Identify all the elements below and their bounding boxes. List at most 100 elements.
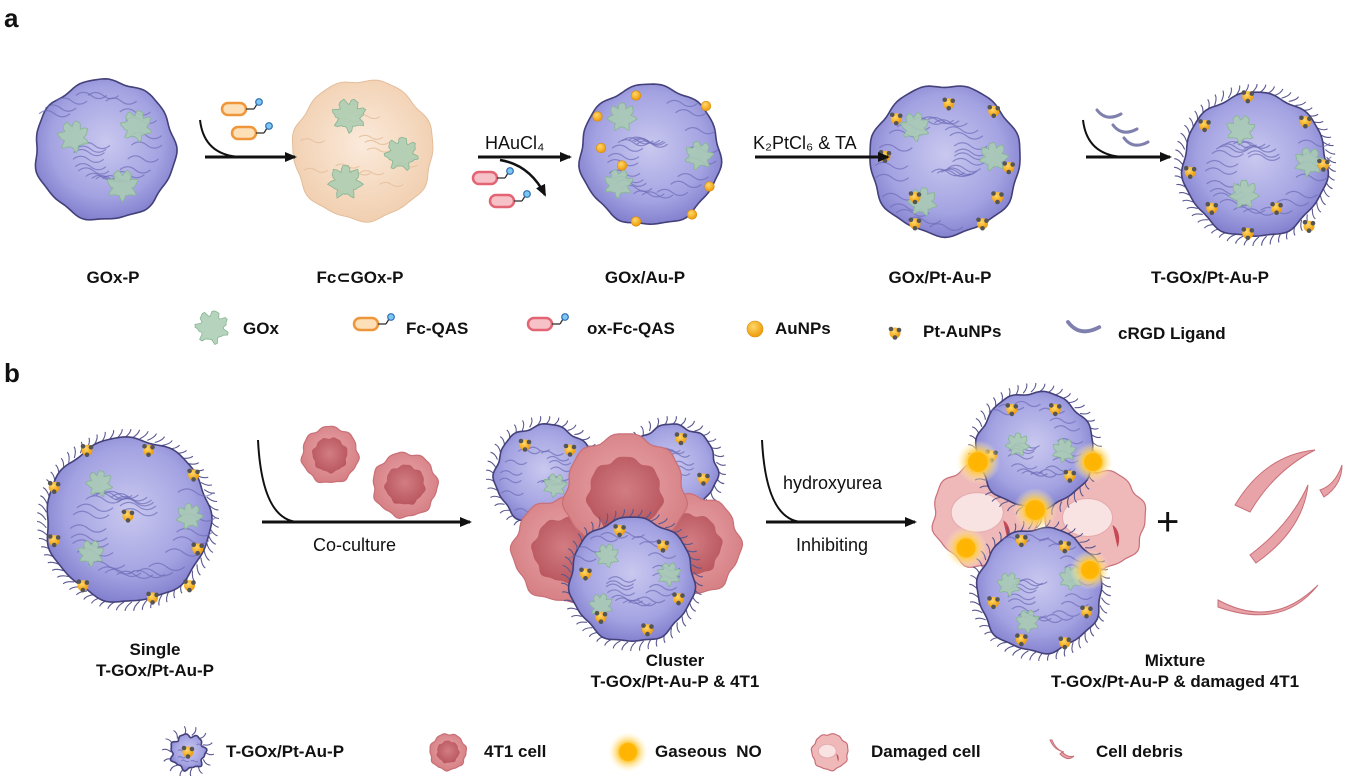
pt-au-nanoparticle (697, 472, 710, 486)
gaseous-no (1073, 442, 1113, 482)
pt-au-nanoparticle (987, 104, 1001, 119)
legend-label-gaseous-no: Gaseous NO (655, 742, 762, 761)
pt-au-nanoparticle (191, 542, 204, 556)
pt-au-nanoparticle (674, 432, 688, 446)
cluster-tumor-cell (561, 433, 689, 555)
panel-a-legend-icons (194, 310, 1102, 346)
legend-cell-debris-icon (1049, 739, 1075, 760)
gox-au-p-particle (578, 83, 723, 227)
stage-label-t-gox-pt-au-p: T-GOx/Pt-Au-P (1150, 268, 1270, 287)
crgd-ligand (1066, 320, 1102, 334)
gaseous-no (608, 732, 648, 772)
tumor-cell-4t1 (300, 425, 360, 484)
legend-label-aunps: AuNPs (775, 319, 831, 338)
gox-enzyme (996, 572, 1021, 597)
pt-au-nanoparticle (1302, 219, 1316, 233)
panel-label-b: b (4, 358, 20, 388)
gox-enzyme (604, 169, 633, 199)
gox-enzyme (383, 136, 419, 172)
au-nanoparticle (630, 216, 642, 227)
pt-au-nanoparticle (1270, 201, 1283, 215)
pt-au-nanoparticle (47, 534, 61, 548)
pt-au-nanoparticle (889, 112, 903, 126)
stage-label-fc-gox-p: Fc⊂GOx-P (316, 268, 404, 287)
au-nanoparticle (616, 160, 628, 171)
pt-au-nanoparticle (1241, 227, 1255, 241)
plus-sign: + (1156, 500, 1180, 544)
pt-au-nanoparticle (1205, 201, 1219, 215)
legend-label-ox-fc-qas: ox-Fc-QAS (587, 319, 675, 338)
gox-enzyme (120, 110, 152, 143)
pt-au-nanoparticle (1317, 158, 1330, 172)
stage-label-gox-au-p: GOx/Au-P (604, 268, 686, 287)
pt-au-nanoparticle (942, 97, 956, 111)
pt-au-nanoparticle (1015, 633, 1028, 647)
panel-b-legend-icons (161, 725, 1075, 776)
tumor-cell-4t1 (372, 451, 440, 520)
au-nanoparticle (704, 181, 715, 192)
pt-au-nanoparticle (183, 579, 196, 593)
arrow-step-1 (199, 119, 297, 162)
gaseous-no (1013, 488, 1057, 532)
gox-enzyme (84, 470, 114, 498)
gox-enzyme (1294, 146, 1325, 178)
au-nanoparticle (746, 320, 764, 338)
gaseous-no (956, 440, 1000, 484)
arrow-hydroxyurea (761, 439, 917, 527)
gox-enzyme (1015, 609, 1040, 635)
gox-enzyme (684, 141, 714, 171)
pt-au-nanoparticle (1002, 161, 1016, 175)
t-gox-pt-au-p-particle (1174, 83, 1336, 247)
gox-p-particle (34, 77, 178, 221)
legend-label-gox: GOx (243, 319, 279, 338)
single-label-line1: Single (129, 640, 181, 659)
gox-enzyme (194, 310, 229, 346)
pt-au-nanoparticle (1198, 119, 1211, 133)
pt-au-nanoparticle (1015, 534, 1028, 548)
pt-au-nanoparticle (1058, 540, 1072, 554)
panel-label-a: a (4, 3, 19, 33)
pt-au-nanoparticle (1005, 403, 1019, 417)
fc-gox-p-particle (291, 79, 434, 223)
gox-enzyme (1052, 438, 1077, 464)
pt-au-nanoparticle (908, 191, 922, 205)
reagent-k2ptcl6-ta: K₂PtCl₆ & TA (753, 133, 857, 153)
mixture-particle (967, 382, 1103, 518)
panel-a-particles (34, 77, 1336, 247)
single-label: Single T-GOx/Pt-Au-P (60, 639, 250, 681)
pt-au-nanoparticle (888, 326, 902, 340)
gox-enzyme (899, 111, 930, 143)
gox-enzyme (56, 120, 89, 154)
gox-enzyme (1004, 432, 1031, 457)
legend-label-pt-aunps: Pt-AuNPs (923, 322, 1002, 341)
au-nanoparticle (592, 111, 603, 122)
pt-au-nanoparticle (47, 480, 61, 495)
pt-au-nanoparticle (121, 509, 135, 523)
gox-enzyme (77, 539, 105, 568)
reagent-haucl4: HAuCl₄ (485, 133, 545, 153)
gox-enzyme (326, 165, 365, 199)
mixture-label-line2: T-GOx/Pt-Au-P & damaged 4T1 (1050, 672, 1300, 691)
inhibiting-label: Inhibiting (796, 535, 869, 555)
pt-au-nanoparticle (908, 217, 922, 231)
legend-label-crgd-ligand: cRGD Ligand (1118, 324, 1226, 343)
fc-qas-molecule (230, 122, 273, 141)
fc-qas-molecule (352, 313, 395, 332)
pt-au-nanoparticle (76, 579, 90, 593)
pt-au-nanoparticle (1058, 636, 1072, 650)
cluster-label: Cluster T-GOx/Pt-Au-P & 4T1 (545, 650, 805, 692)
au-nanoparticle (595, 142, 607, 154)
pt-au-nanoparticle (518, 438, 532, 452)
panel-a-arrows (199, 98, 1172, 209)
crgd-ligand (1095, 108, 1123, 119)
cluster-particle (560, 508, 704, 652)
single-t-gox-pt-au-p (36, 428, 220, 612)
gox-enzyme (331, 98, 367, 134)
gox-enzyme (656, 562, 682, 588)
cell-debris (1249, 484, 1309, 564)
legend-label-cell-debris: Cell debris (1096, 742, 1183, 761)
pt-au-nanoparticle (672, 592, 685, 606)
fc-qas-molecule (220, 98, 263, 117)
pt-au-nanoparticle (1241, 90, 1255, 104)
